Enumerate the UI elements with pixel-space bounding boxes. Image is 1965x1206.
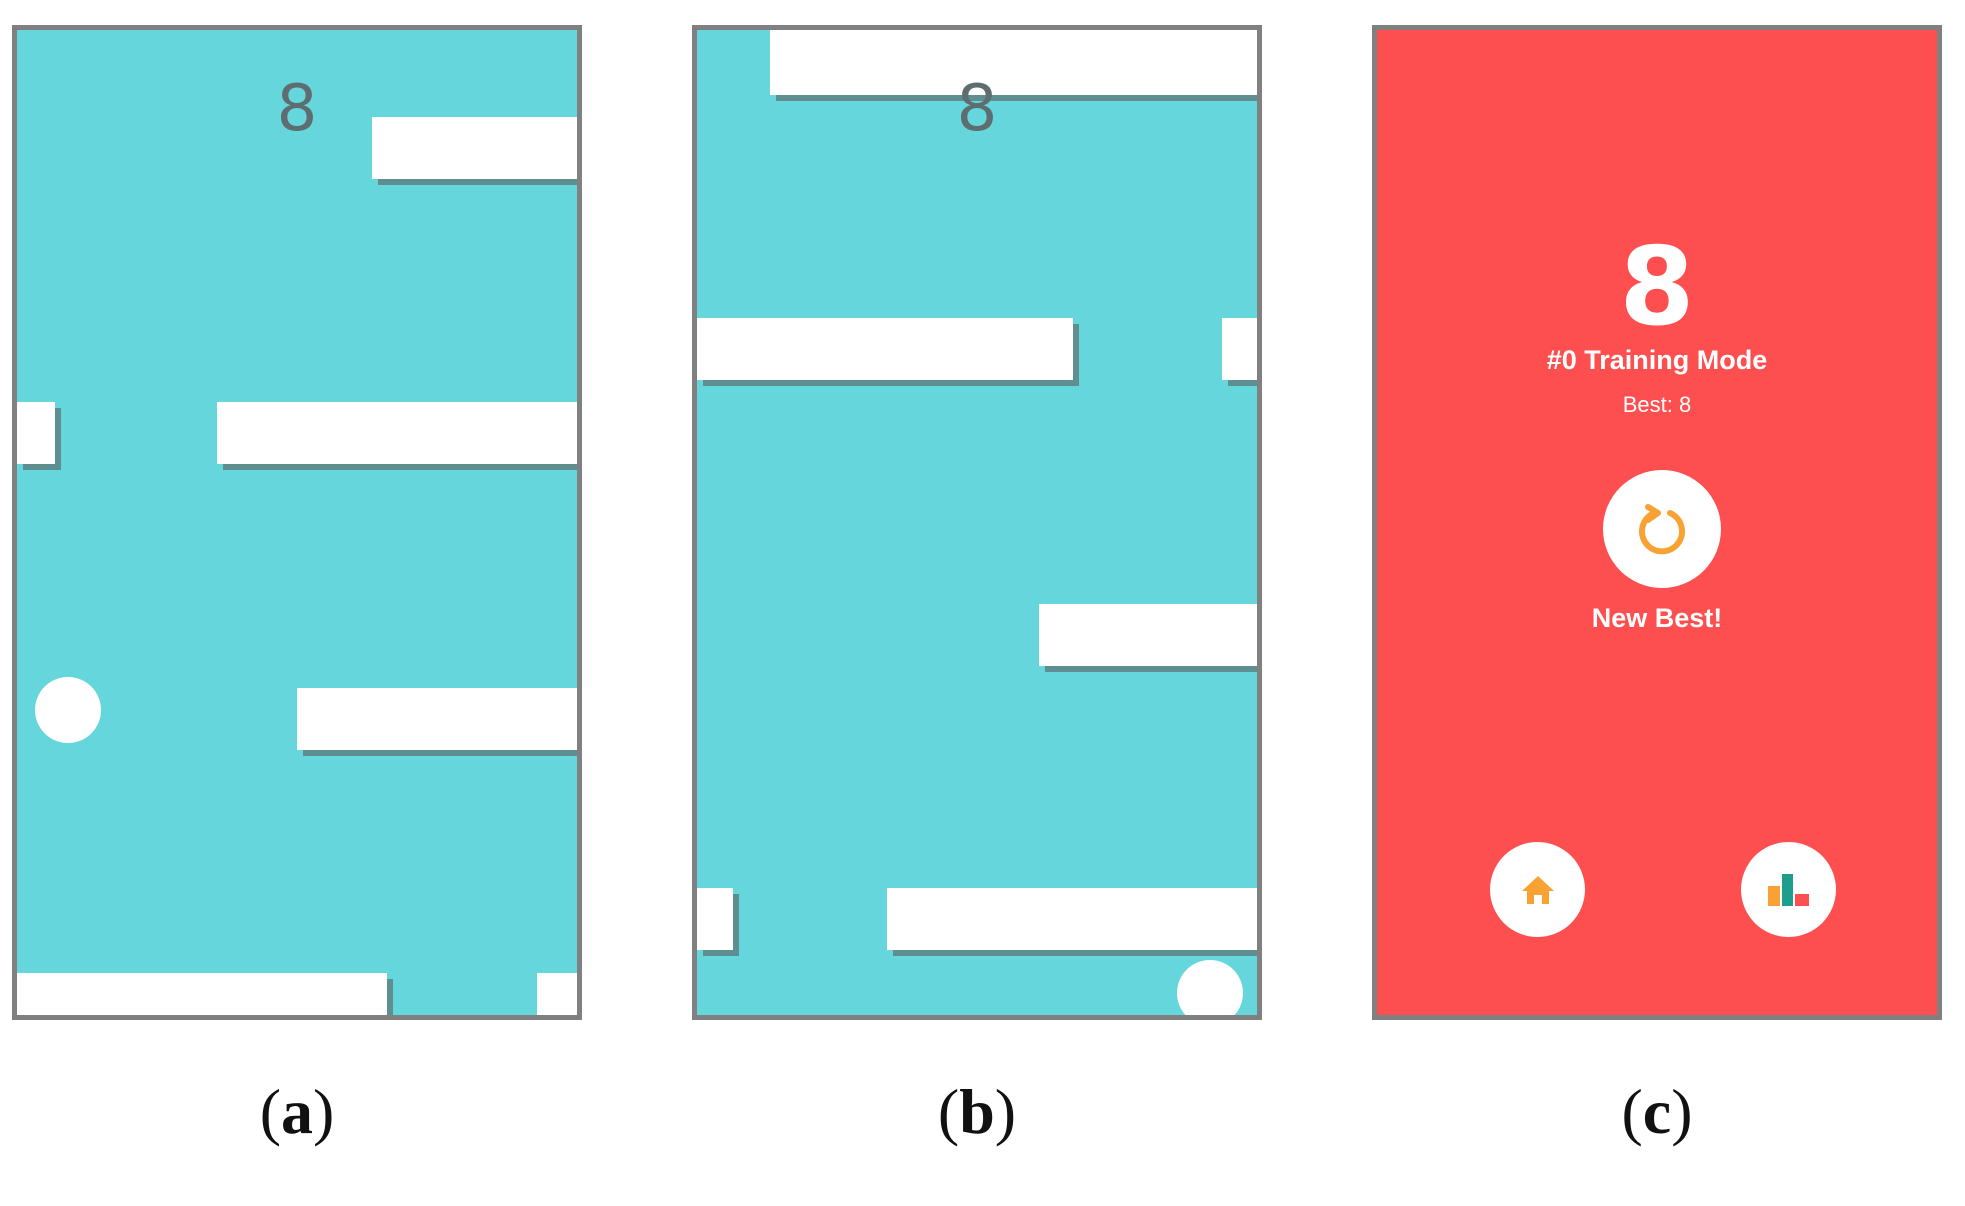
platform bbox=[537, 973, 577, 1015]
platform bbox=[697, 318, 1073, 380]
score-display: 8 bbox=[956, 72, 998, 146]
game-over-screen: 8 #0 Training Mode Best: 8 New Best! bbox=[1372, 25, 1942, 1020]
platform bbox=[1222, 318, 1257, 380]
home-icon bbox=[1521, 875, 1554, 904]
panel-label-b: (b) bbox=[937, 1076, 1017, 1147]
game-screen-b[interactable]: 8 bbox=[692, 25, 1262, 1020]
leaderboard-icon bbox=[1767, 873, 1809, 906]
final-score: 8 bbox=[1619, 225, 1695, 350]
platform bbox=[217, 402, 577, 464]
platform bbox=[17, 973, 387, 1015]
leaderboard-button[interactable] bbox=[1741, 842, 1836, 937]
platform bbox=[372, 117, 577, 179]
platform bbox=[887, 888, 1257, 950]
platform bbox=[697, 888, 733, 950]
replay-icon bbox=[1639, 504, 1685, 555]
game-screen-a[interactable]: 8 bbox=[12, 25, 582, 1020]
platform bbox=[770, 30, 1257, 95]
platform bbox=[17, 402, 55, 464]
replay-button[interactable] bbox=[1603, 470, 1721, 588]
home-button[interactable] bbox=[1490, 842, 1585, 937]
panel-label-a: (a) bbox=[259, 1076, 335, 1147]
panel-label-c: (c) bbox=[1621, 1076, 1693, 1147]
score-display: 8 bbox=[276, 72, 318, 146]
new-best-label: New Best! bbox=[1591, 603, 1723, 633]
best-score: Best: 8 bbox=[1622, 392, 1692, 417]
player-ball bbox=[35, 677, 101, 743]
mode-title: #0 Training Mode bbox=[1546, 345, 1768, 375]
platform bbox=[1039, 604, 1257, 666]
platform bbox=[297, 688, 577, 750]
player-ball bbox=[1177, 960, 1243, 1015]
